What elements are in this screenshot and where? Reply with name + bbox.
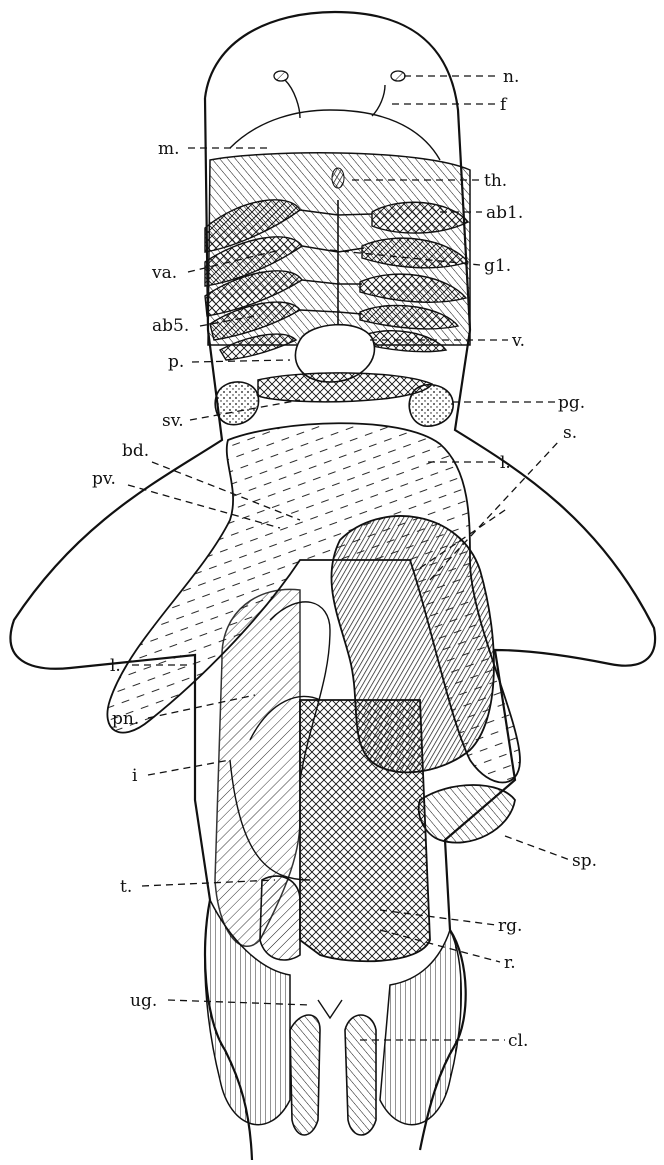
pectoral-girdle-right xyxy=(409,385,453,427)
claspers xyxy=(290,1015,376,1135)
label-pericardium: p. xyxy=(168,352,184,372)
label-ventricle: v. xyxy=(511,331,525,351)
label-nasal-flap: f xyxy=(500,95,508,115)
label-nostril: n. xyxy=(503,67,519,87)
label-urogenital-papilla: ug. xyxy=(130,991,157,1011)
intestine xyxy=(300,700,430,961)
thyroid xyxy=(332,168,344,188)
label-pectoral-girdle: pg. xyxy=(558,393,585,413)
label-clasper: cl. xyxy=(508,1031,528,1051)
sinus-venosus xyxy=(258,373,432,402)
label-sinus-venosus: sv. xyxy=(162,411,184,431)
label-testis: t. xyxy=(120,877,132,897)
label-thyroid: th. xyxy=(484,171,507,191)
label-pancreas: pn. xyxy=(112,709,139,729)
label-ventral-aorta: va. xyxy=(151,263,177,283)
spleen xyxy=(419,785,515,843)
label-bile-duct: bd. xyxy=(122,441,149,461)
nostril-right-icon xyxy=(391,71,405,81)
label-liver-lower: l. xyxy=(110,656,121,676)
label-rectal-gland: rg. xyxy=(498,916,522,936)
nostril-flap xyxy=(285,80,385,118)
label-rectum: r. xyxy=(504,953,516,973)
label-gill-1: g1. xyxy=(484,256,511,276)
nostril-left-icon xyxy=(274,71,288,81)
label-liver-upper: l. xyxy=(500,453,511,473)
cloaca xyxy=(318,1000,342,1018)
testis xyxy=(260,876,300,960)
label-afferent-branchial-5: ab5. xyxy=(152,316,189,336)
label-stomach: s. xyxy=(563,423,577,443)
label-intestine: i xyxy=(132,766,138,786)
label-portal-vein: pv. xyxy=(92,469,116,489)
label-afferent-branchial-1: ab1. xyxy=(486,203,523,223)
label-spleen: sp. xyxy=(572,851,597,871)
pectoral-girdle-left xyxy=(215,382,258,425)
label-mouth: m. xyxy=(158,139,180,159)
